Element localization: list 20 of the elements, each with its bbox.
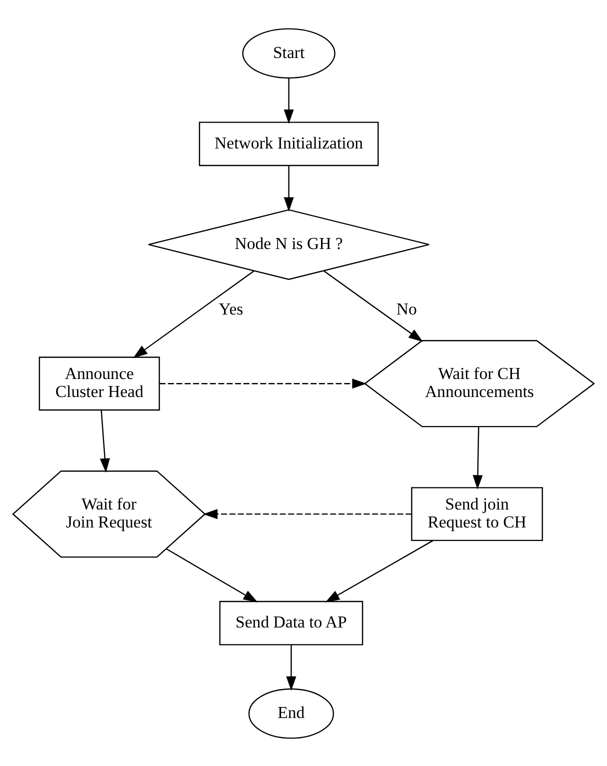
edge-label: No [396, 298, 417, 318]
node-box: Network Initialization [198, 121, 379, 166]
arrow [323, 270, 423, 342]
arrow [166, 548, 258, 602]
arrow [325, 540, 434, 602]
node-ellipse: Start [242, 28, 336, 78]
arrow [160, 378, 367, 388]
node-diamond: Node N is GH ? [148, 208, 430, 280]
node-box: Send Data to AP [219, 600, 364, 645]
arrow [100, 410, 110, 472]
arrow [203, 508, 412, 519]
arrow [284, 78, 294, 124]
arrow [133, 270, 254, 358]
node-box: Announce Cluster Head [38, 356, 160, 410]
arrow [284, 165, 294, 212]
node-ellipse: End [248, 688, 334, 738]
arrow [472, 426, 483, 489]
arrow [286, 644, 296, 690]
node-box: Send join Request to CH [411, 486, 543, 541]
edge-label: Yes [218, 298, 244, 318]
